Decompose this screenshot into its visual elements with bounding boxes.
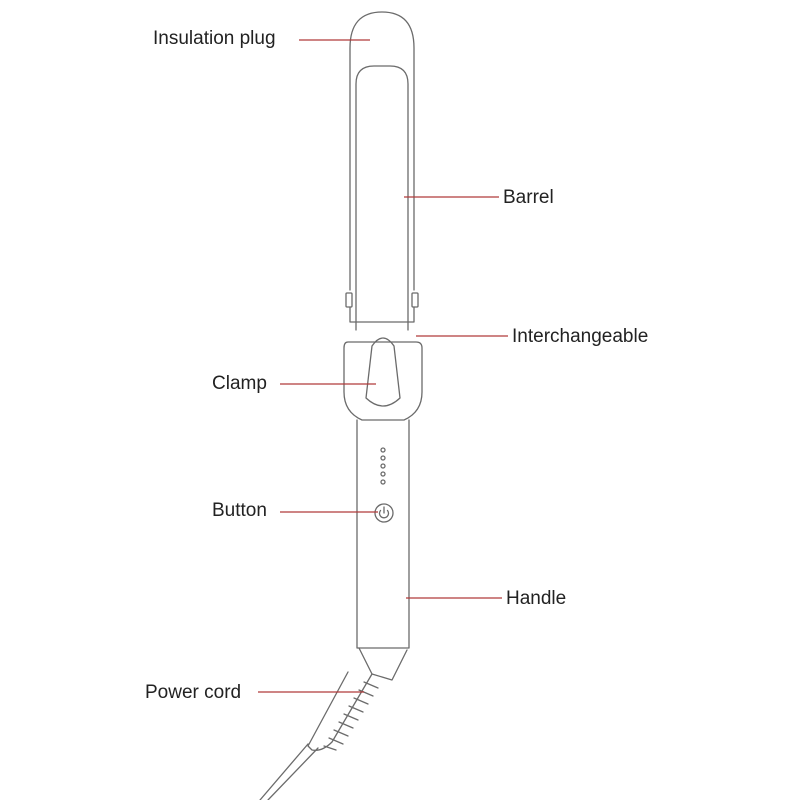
label-insulation-plug: Insulation plug [153, 28, 276, 49]
leader-lines [258, 39, 508, 693]
barrel-outline [355, 65, 409, 331]
label-interchangeable: Interchangeable [512, 326, 649, 347]
interchangeable-tab-right [411, 292, 419, 308]
label-button: Button [212, 500, 267, 521]
cord-strain-relief [307, 671, 373, 751]
clamp-housing [343, 341, 423, 421]
handle-outline [356, 419, 410, 649]
label-handle: Handle [506, 588, 567, 609]
cord-ribs [323, 681, 379, 751]
power-cord [259, 743, 319, 800]
power-icon [374, 503, 394, 523]
insulation-plug-outline [349, 11, 415, 291]
neck-outline [358, 647, 408, 681]
clamp-lever [365, 337, 401, 407]
label-clamp: Clamp [212, 373, 267, 394]
barrel-joint [349, 306, 415, 323]
indicator-lights [380, 447, 386, 485]
interchangeable-tab-left [345, 292, 353, 308]
label-barrel: Barrel [503, 187, 554, 208]
label-power-cord: Power cord [145, 682, 242, 703]
